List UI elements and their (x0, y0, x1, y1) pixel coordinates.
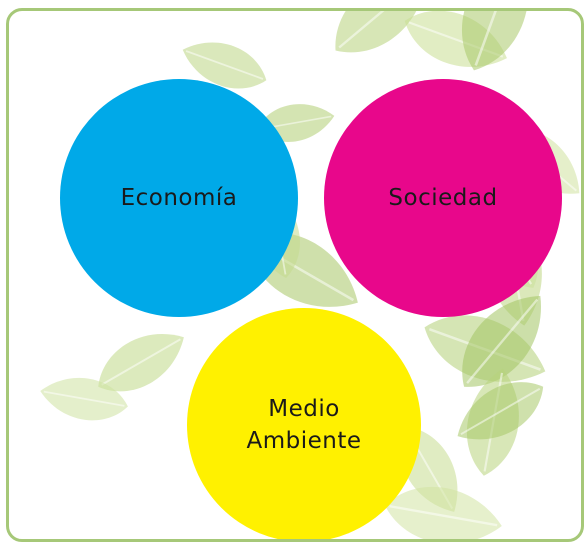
sociedad-label: Sociedad (388, 184, 498, 211)
medio-ambiente-label: Medio Ambiente (246, 395, 362, 454)
economia-circle: Economía (60, 79, 298, 317)
economia-label: Economía (120, 184, 238, 211)
sociedad-circle: Sociedad (324, 79, 562, 317)
diagram-frame: Economía Sociedad Medio Ambiente (6, 8, 584, 542)
medio-ambiente-circle: Medio Ambiente (187, 308, 421, 539)
